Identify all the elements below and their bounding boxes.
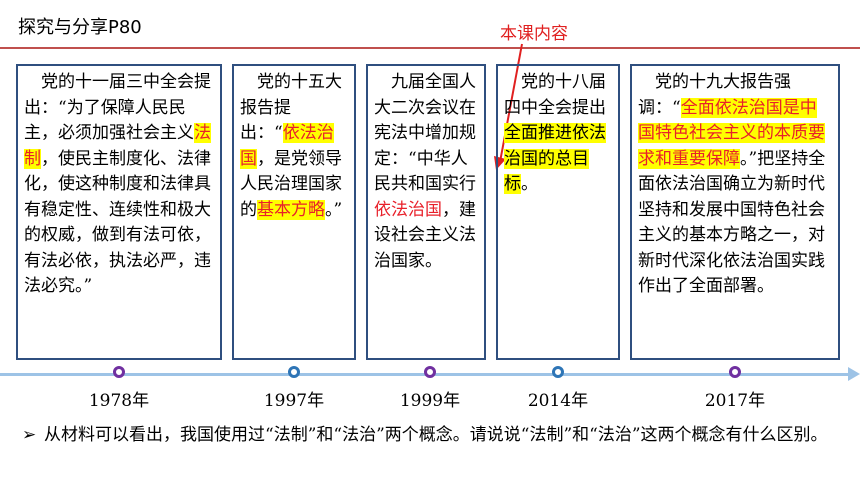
year-label: 1999年 (399, 391, 461, 411)
question-body: 从材料可以看出，我国使用过“法制”和“法治”两个概念。请说说“法制”和“法治”这… (44, 425, 828, 445)
card-text-run: ，建设社会主义法治国家。 (374, 199, 476, 271)
year-label: 2014年 (527, 391, 589, 411)
timeline-arrow-icon (848, 367, 860, 381)
card-text-run: 。”把坚持全面依法治国确立为新时代坚持和发展中国特色社会主义的基本方略之一，对新… (638, 148, 826, 297)
card-text-run: 九届全国人大二次会议在宪法中增加规定：“中华人民共和国实行 (374, 72, 476, 194)
card-1999: 九届全国人大二次会议在宪法中增加规定：“中华人民共和国实行依法治国，建设社会主义… (366, 64, 486, 360)
card-text-run: 。” (325, 199, 343, 220)
card-text-run: 党的十五大报告提出：“ (240, 72, 342, 143)
year-label: 2017年 (704, 391, 766, 411)
timeline-dot-1978 (113, 366, 125, 378)
year-label: 1997年 (263, 391, 325, 411)
timeline-dot-1997 (288, 366, 300, 378)
header-divider (0, 47, 860, 49)
card-text-run: 。 (521, 174, 538, 194)
card-2014: 党的十八届四中全会提出全面推进依法治国的总目标。 (496, 64, 620, 360)
card-text-run: 基本方略 (257, 199, 325, 220)
timeline-dot-1999 (424, 366, 436, 378)
page-title: 探究与分享P80 (18, 17, 142, 38)
card-text-run: 党的十八届四中全会提出 (504, 72, 606, 118)
bullet-arrow-icon: ➢ (22, 425, 37, 445)
callout-label: 本课内容 (500, 24, 568, 44)
question-text: ➢ 从材料可以看出，我国使用过“法制”和“法治”两个概念。请说说“法制”和“法治”… (22, 422, 842, 449)
card-text-run: ，是党领导人民治理国家的 (240, 148, 342, 220)
card-text-run: 党的十九大报告强调：“ (638, 72, 791, 118)
card-text-run: 依法治国 (374, 199, 442, 220)
card-text-run: ，使民主制度化、法律化，使这种制度和法律具有稳定性、连续性和极大的权威，做到有法… (24, 148, 211, 297)
year-label: 1978年 (88, 391, 150, 411)
timeline-dot-2017 (729, 366, 741, 378)
card-1997: 党的十五大报告提出：“依法治国，是党领导人民治理国家的基本方略。” (232, 64, 356, 360)
card-text-run: 全面推进依法治国的总目标 (504, 123, 606, 194)
timeline-dot-2014 (552, 366, 564, 378)
card-text-run: 党的十一届三中全会提出：“为了保障人民民主，必须加强社会主义 (24, 72, 211, 143)
card-1978: 党的十一届三中全会提出：“为了保障人民民主，必须加强社会主义法制，使民主制度化、… (16, 64, 222, 360)
card-2017: 党的十九大报告强调：“全面依法治国是中国特色社会主义的本质要求和重要保障。”把坚… (630, 64, 840, 360)
